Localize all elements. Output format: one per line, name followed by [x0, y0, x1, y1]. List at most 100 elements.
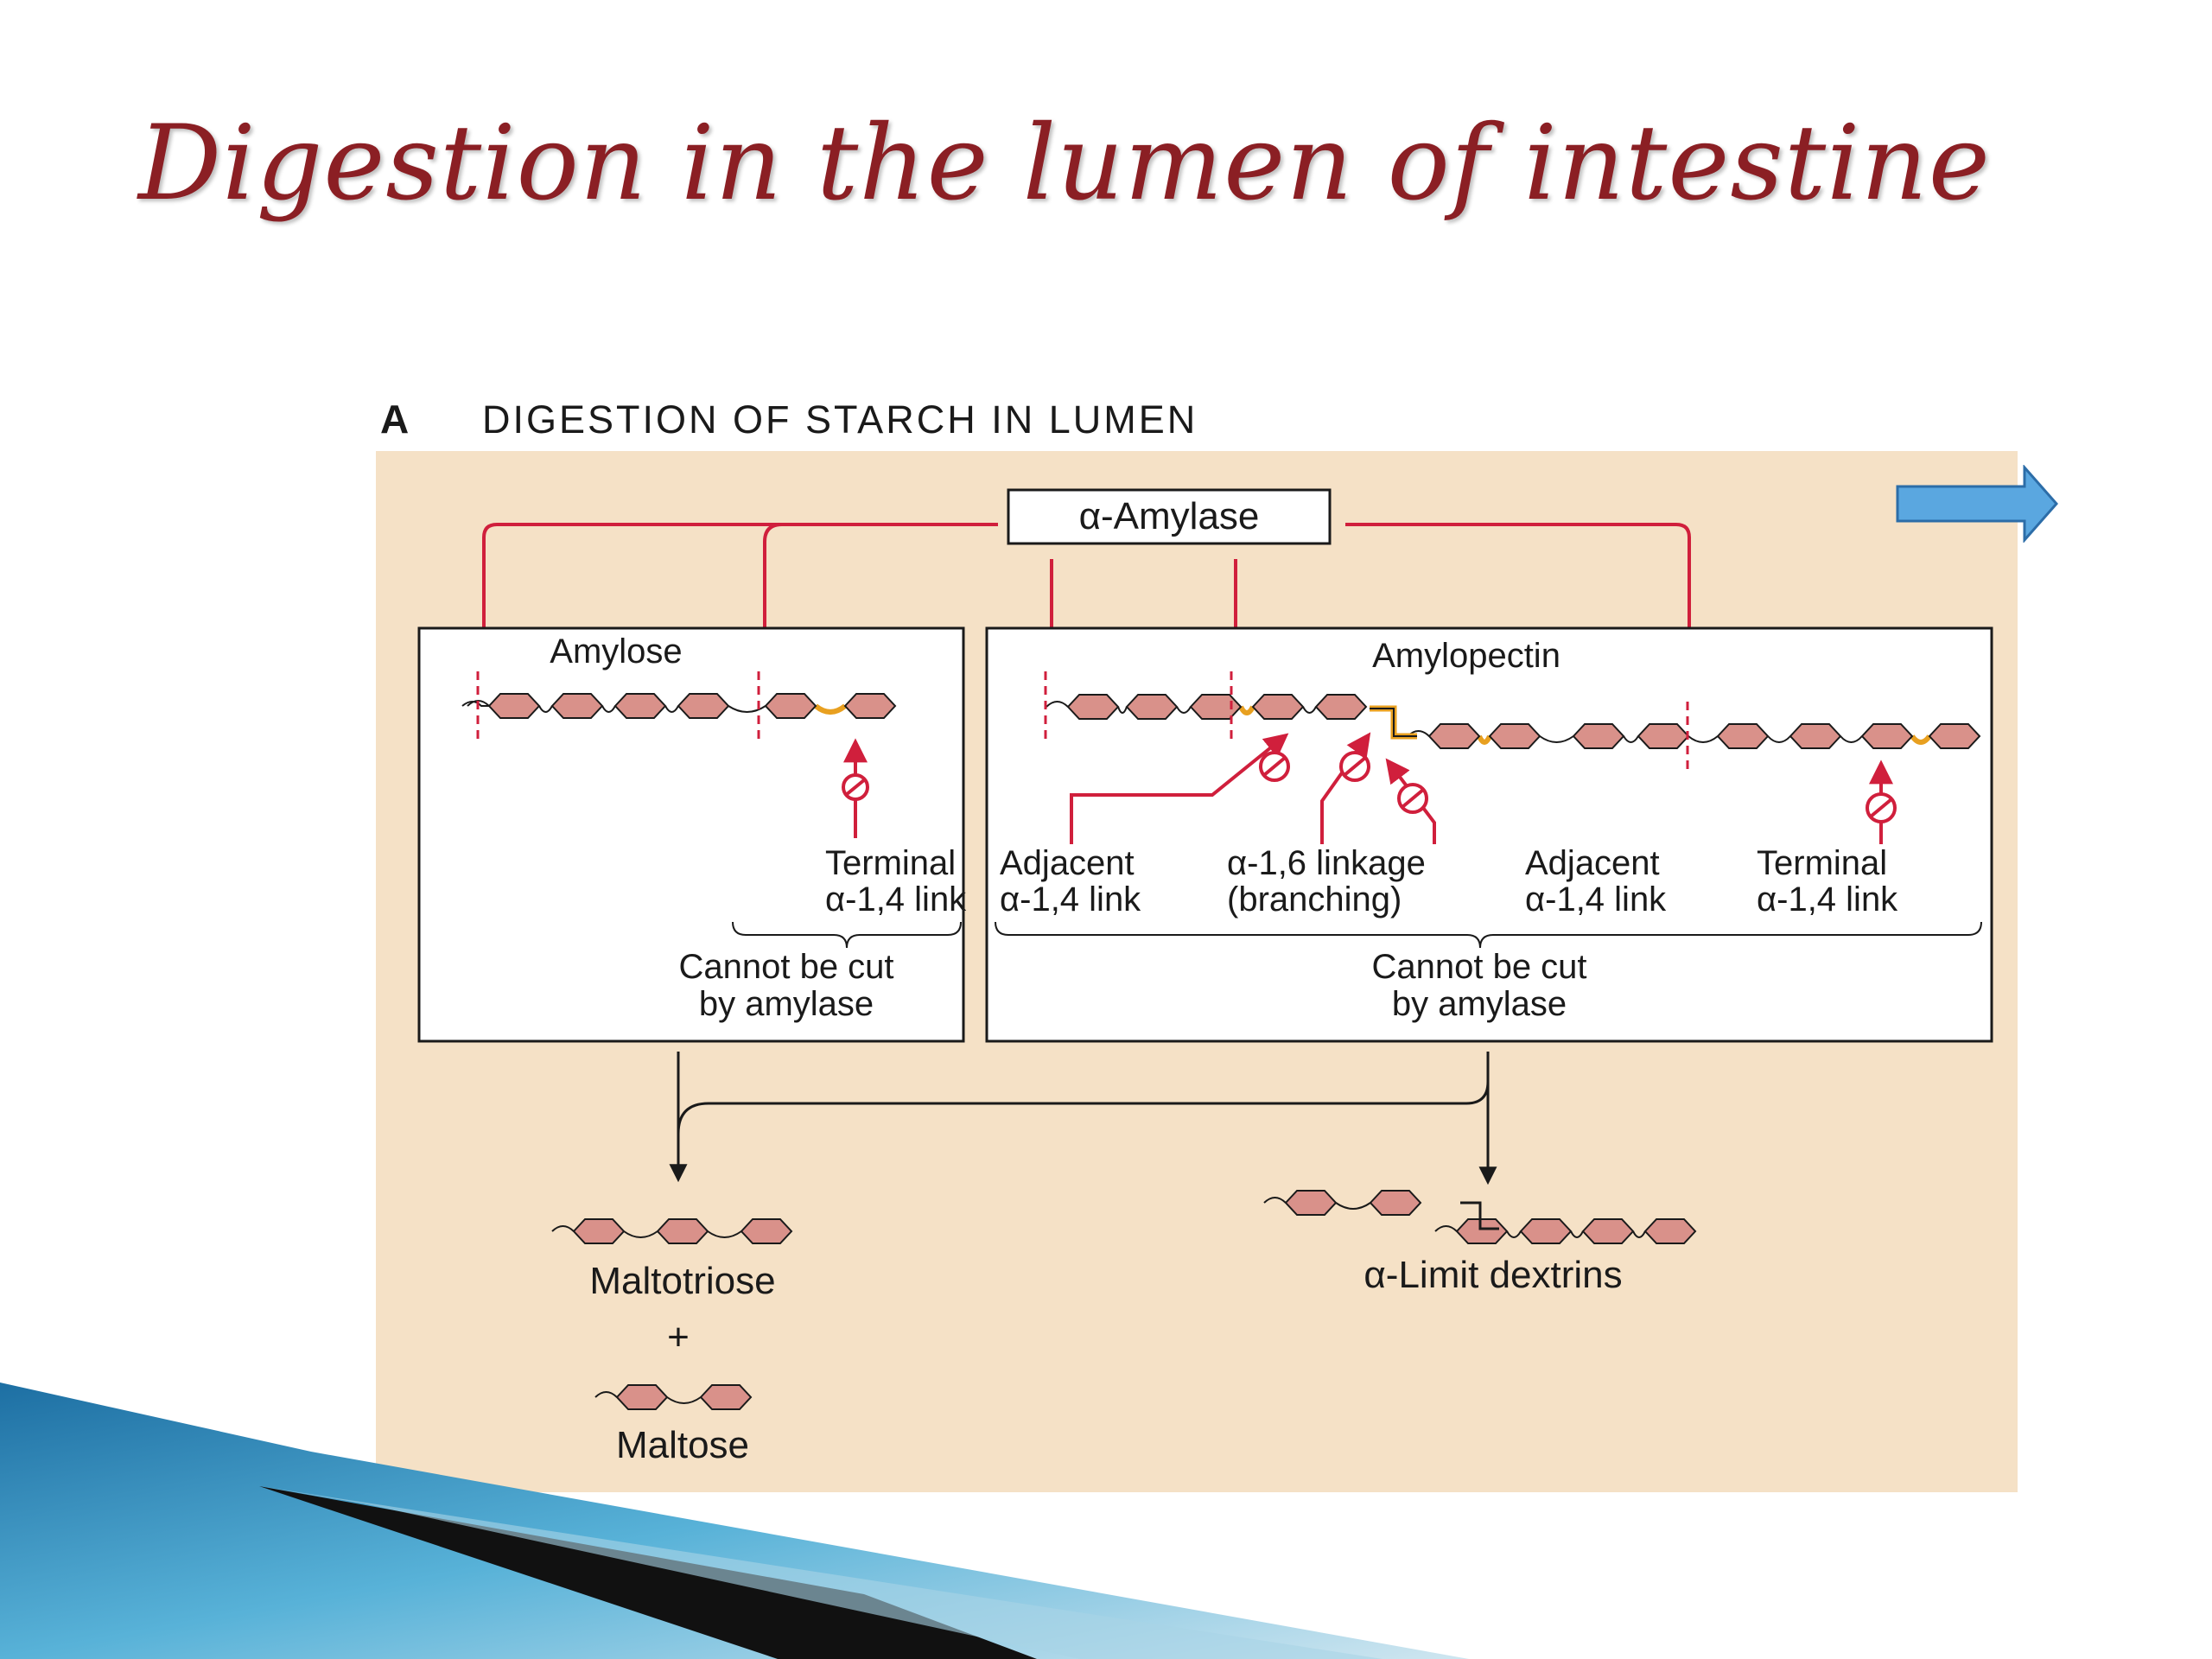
- amylose-box: Amylose Terminal α-1,4 link Cannot be cu…: [417, 626, 967, 1043]
- glucose-unit: [1716, 723, 1770, 749]
- cannot-cut-label-1: Cannot be cut: [678, 948, 893, 986]
- terminal-link-label-4: α-1,4 link: [1757, 880, 1898, 918]
- cannot-cut-label-3: Cannot be cut: [1371, 948, 1586, 986]
- glycosidic-link: [1335, 1202, 1371, 1210]
- no-entry-icon: [1339, 751, 1370, 782]
- starch-digestion-diagram: α-Amylase Amylose: [417, 488, 1993, 1466]
- glycosidic-link: [1767, 735, 1791, 743]
- glycosidic-link: [1434, 1225, 1458, 1232]
- corner-decoration: [0, 1382, 1469, 1659]
- glycosidic-link: [1688, 735, 1719, 743]
- arrow-to-amylose-2: [753, 523, 783, 677]
- glucose-unit: [1189, 694, 1243, 720]
- plus-sign: +: [667, 1316, 690, 1358]
- maltose-chain: [594, 1384, 753, 1410]
- glucose-unit: [1519, 1218, 1573, 1244]
- cannot-cut-label-4: by amylase: [1392, 985, 1567, 1023]
- terminal-link-label-1: Terminal: [825, 844, 956, 882]
- amylopectin-label: Amylopectin: [1372, 637, 1560, 675]
- arrow-right-icon[interactable]: [1895, 465, 2059, 543]
- glucose-unit: [699, 1384, 753, 1410]
- glucose-unit: [1284, 1190, 1338, 1216]
- amylose-label: Amylose: [550, 632, 682, 671]
- glucose-unit: [1066, 694, 1120, 720]
- amylase-arrows: [472, 523, 1701, 707]
- glucose-unit: [1572, 723, 1625, 749]
- glycosidic-link: [538, 705, 553, 713]
- glycosidic-link: [551, 1225, 575, 1232]
- glucose-unit: [615, 1384, 669, 1410]
- glucose-unit: [1581, 1218, 1635, 1244]
- maltotriose-chain: [551, 1218, 793, 1244]
- glycosidic-link: [1302, 706, 1317, 714]
- glycosidic-link: [601, 705, 616, 713]
- maltotriose-label: Maltotriose: [589, 1260, 775, 1302]
- arrow-to-amylopectin-3: [1345, 523, 1701, 707]
- glycosidic-link: [1570, 1230, 1584, 1238]
- glycosidic-link: [1539, 735, 1574, 743]
- figure-title: DIGESTION OF STARCH IN LUMEN: [482, 397, 1198, 442]
- arrow-to-amylose-1: [472, 523, 998, 677]
- glycosidic-link: [666, 1396, 702, 1404]
- glucose-unit: [1251, 694, 1305, 720]
- glycosidic-link: [707, 1230, 742, 1238]
- no-entry-icon: [842, 773, 869, 801]
- glycosidic-link: [1263, 1197, 1287, 1204]
- cannot-cut-label-2: by amylase: [699, 985, 874, 1023]
- glucose-unit: [656, 1218, 709, 1244]
- maltose-label: Maltose: [616, 1424, 749, 1466]
- glycosidic-link: [1238, 705, 1255, 715]
- no-entry-icon: [1866, 792, 1897, 823]
- glucose-unit: [1369, 1190, 1422, 1216]
- branch-link-label-1: α-1,6 linkage: [1227, 844, 1426, 882]
- glycosidic-link: [1506, 1230, 1522, 1238]
- adjacent-link-label-1b: α-1,4 link: [1000, 880, 1141, 918]
- glycosidic-link: [594, 1391, 618, 1398]
- brace: [995, 921, 1982, 949]
- glucose-unit: [1789, 723, 1842, 749]
- adjacent-link-label-2a: Adjacent: [1525, 844, 1660, 882]
- limit-dextrin-chain: [1263, 1190, 1697, 1244]
- glycosidic-link: [623, 1230, 658, 1238]
- glycosidic-link: [1046, 701, 1069, 708]
- glucose-unit: [1637, 723, 1690, 749]
- limit-dextrins-label: α-Limit dextrins: [1363, 1254, 1622, 1296]
- glycosidic-link: [1632, 1230, 1646, 1238]
- glucose-unit: [1455, 1218, 1509, 1244]
- slide-title: Digestion in the lumen of intestine: [138, 104, 1991, 224]
- glucose-unit: [843, 693, 897, 719]
- no-entry-icon: [1259, 751, 1290, 782]
- glycosidic-link: [1840, 735, 1863, 743]
- glucose-unit: [1314, 694, 1368, 720]
- glucose-unit: [1488, 723, 1541, 749]
- glycosidic-link: [814, 703, 847, 715]
- glucose-unit: [1860, 723, 1914, 749]
- glycosidic-link: [1910, 734, 1932, 745]
- glucose-unit: [764, 693, 817, 719]
- product-arrows: [669, 1052, 1497, 1185]
- glucose-unit: [1928, 723, 1981, 749]
- amylopectin-box: Amylopectin: [985, 626, 1993, 1043]
- figure-letter: A: [380, 397, 410, 442]
- glycosidic-link: [1623, 735, 1639, 743]
- glycosidic-link: [1176, 706, 1192, 714]
- glucose-unit: [740, 1218, 793, 1244]
- no-entry-icon: [1397, 783, 1428, 814]
- amylase-enzyme-box: α-Amylase: [1007, 488, 1332, 545]
- glycosidic-link: [1117, 706, 1128, 714]
- glycosidic-link: [1477, 734, 1492, 745]
- branch-link-label-2: (branching): [1227, 880, 1402, 918]
- adjacent-link-label-1a: Adjacent: [1000, 844, 1135, 882]
- brace: [732, 921, 962, 949]
- glucose-unit: [613, 693, 667, 719]
- glucose-unit: [1643, 1218, 1697, 1244]
- terminal-link-label-2: α-1,4 link: [825, 880, 967, 918]
- terminal-link-label-3: Terminal: [1757, 844, 1887, 882]
- figure-panel: α-Amylase Amylose: [376, 451, 2018, 1492]
- amylopectin-chain: [1046, 694, 1981, 749]
- glucose-unit: [487, 693, 541, 719]
- glycosidic-link: [728, 705, 766, 713]
- glucose-unit: [1125, 694, 1179, 720]
- glycosidic-link: [664, 705, 679, 713]
